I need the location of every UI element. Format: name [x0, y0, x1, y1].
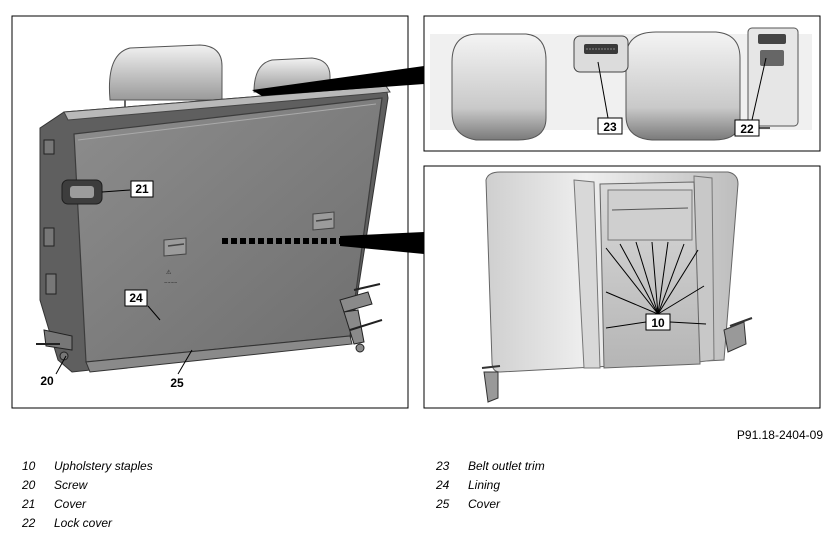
zoom-connector-top	[252, 66, 424, 96]
svg-text:⚠: ⚠	[166, 269, 172, 276]
right-bracket	[339, 283, 383, 353]
detail-view-top: 23 22	[423, 15, 821, 152]
belt-outlet-trim-part	[573, 35, 629, 73]
svg-text:~~~~: ~~~~	[164, 280, 177, 285]
callout-22: 22	[734, 119, 760, 137]
cover-21-part	[61, 179, 103, 205]
side-hardware	[36, 139, 73, 361]
lining-recess: ⚠ ~~~~	[163, 211, 335, 285]
svg-text:10: 10	[651, 316, 665, 330]
callout-23: 23	[597, 117, 623, 135]
callout-21: 21	[130, 180, 154, 198]
detail-view-bottom: 10	[423, 165, 821, 409]
zoom-connector-middle	[222, 232, 424, 254]
lining-panel	[73, 97, 383, 363]
callout-20: 20	[40, 374, 54, 388]
zoom-headrest-right	[625, 31, 741, 141]
lock-cover-part	[747, 27, 799, 129]
zoom-headrest-left	[451, 33, 547, 141]
staple-leaders	[605, 241, 707, 329]
lower-trim-cover	[85, 335, 353, 373]
bottom-brackets	[481, 317, 753, 403]
svg-text:25: 25	[170, 376, 184, 390]
svg-text:21: 21	[135, 182, 149, 196]
main-view-panel: ⚠ ~~~~ 21	[11, 15, 409, 409]
callout-25: 25	[170, 376, 184, 390]
callout-24: 24	[124, 289, 148, 307]
callout-10: 10	[645, 313, 671, 331]
diagram-canvas: ⚠ ~~~~ 21	[11, 15, 821, 409]
svg-text:24: 24	[129, 291, 143, 305]
figure-reference: P91.18-2404-09	[736, 428, 823, 442]
svg-text:23: 23	[603, 120, 617, 134]
svg-text:22: 22	[740, 122, 754, 136]
svg-text:20: 20	[40, 374, 54, 388]
